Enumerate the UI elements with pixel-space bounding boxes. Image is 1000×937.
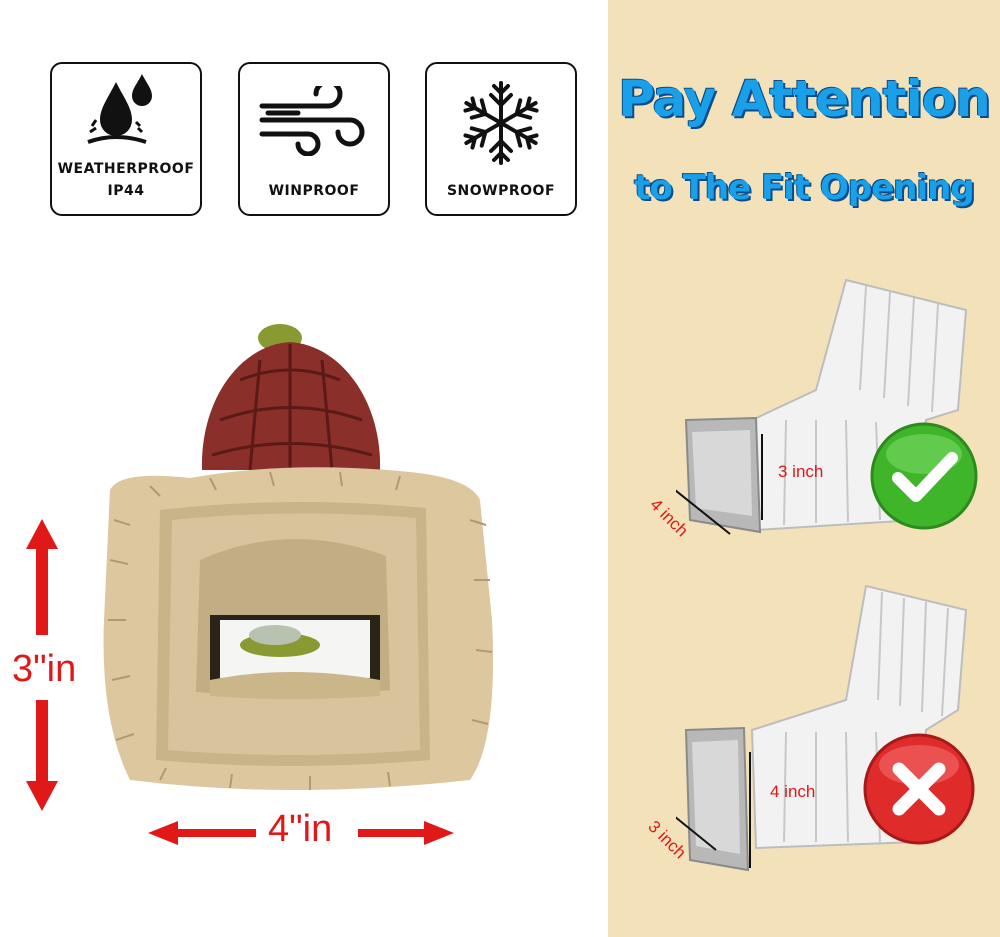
water-drops-icon [87,74,152,144]
height-label: 3"in [12,648,77,690]
height-arrow-icon [26,519,58,811]
panel-title: Pay Attention [618,70,991,128]
turtle-log-product-image [103,324,494,790]
badge-label: SNOWPROOF [446,183,556,199]
x-circle-icon [863,733,975,845]
product-panel: WEATHERPROOF IP44 WINPROOF SNO [12,62,577,850]
width-arrow-icon [148,821,454,845]
wrong-height-label: 4 inch [770,782,816,801]
badge-label: WEATHERPROOF [57,161,195,177]
badge-label: WINPROOF [268,183,360,199]
snowflake-icon [459,81,543,165]
windproof-badge: WINPROOF [238,62,390,216]
badge-sublabel: IP44 [107,183,145,199]
width-label: 4"in [268,808,333,850]
panel-subtitle: to The Fit Opening [634,168,974,208]
wind-icon [259,86,365,156]
snowproof-badge: SNOWPROOF [425,62,577,216]
correct-height-label: 3 inch [778,462,824,481]
weatherproof-badge: WEATHERPROOF IP44 [50,62,202,216]
check-circle-icon [870,422,978,530]
